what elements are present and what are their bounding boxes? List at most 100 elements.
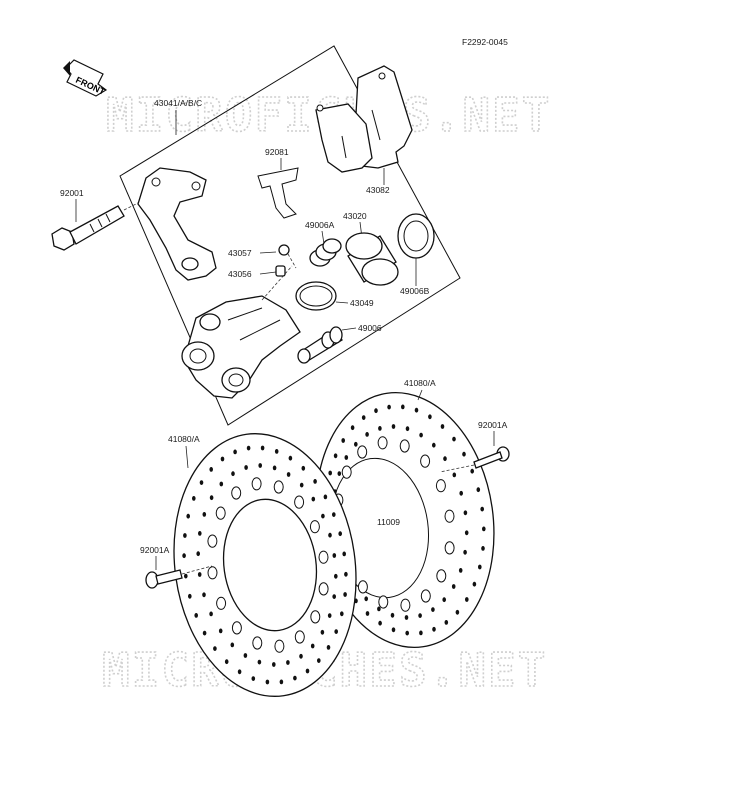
disc-cross-hole <box>294 630 305 644</box>
disc-vent-hole <box>186 513 190 519</box>
leader-seal <box>335 301 349 304</box>
disc-cross-hole <box>420 589 431 603</box>
disc-cross-hole <box>377 436 388 450</box>
disc-vent-hole <box>332 553 337 558</box>
disc-vent-hole <box>301 465 306 471</box>
disc-vent-hole <box>418 613 422 618</box>
disc-cross-hole <box>420 454 431 468</box>
disc-cross-hole <box>274 639 285 653</box>
disc-cross-hole <box>207 534 218 548</box>
disc-vent-hole <box>244 465 248 470</box>
disc-vent-hole <box>442 597 447 603</box>
disc-cross-hole <box>378 595 389 609</box>
disc-vent-hole <box>237 669 242 675</box>
disc-vent-hole <box>428 414 432 420</box>
disc-cross-hole <box>436 569 447 583</box>
disc-vent-hole <box>390 612 395 618</box>
disc-vent-hole <box>340 611 344 617</box>
disc-vent-hole <box>299 482 304 488</box>
brake-pad-set <box>315 65 413 173</box>
disc-vent-hole <box>387 404 391 410</box>
disc-vent-hole <box>220 456 225 462</box>
disc-vent-hole <box>231 471 235 477</box>
disc-vent-hole <box>233 449 237 455</box>
disc-vent-hole <box>332 594 337 599</box>
disc-vent-hole <box>333 453 338 459</box>
disc-vent-hole <box>440 424 445 429</box>
disc-vent-hole <box>317 658 321 663</box>
disc-vent-hole <box>258 463 263 468</box>
front-arrow-icon: FRONT <box>63 59 108 97</box>
disc-cross-hole <box>310 610 321 624</box>
disc-vent-hole <box>260 445 265 451</box>
pad-spring <box>257 167 299 219</box>
disc-vent-hole <box>455 609 460 615</box>
disc-vent-hole <box>361 415 366 420</box>
disc-cross-hole <box>399 439 410 453</box>
slide-pin-boot <box>297 326 343 364</box>
brake-disc-left <box>173 433 357 697</box>
disc-vent-hole <box>432 442 436 448</box>
disc-vent-hole <box>404 615 409 620</box>
disc-cross-hole <box>318 550 329 564</box>
disc-vent-hole <box>463 510 468 516</box>
figure-code: F2292-0045 <box>462 37 508 47</box>
disc-vent-hole <box>293 675 297 681</box>
disc-vent-hole <box>279 679 284 685</box>
disc-vent-hole <box>288 455 293 461</box>
disc-vent-hole <box>213 646 217 651</box>
callout-pad-set: 43082 <box>366 185 390 195</box>
leader-pin-boot <box>341 327 357 331</box>
disc-vent-hole <box>480 506 485 512</box>
disc-vent-hole <box>350 425 355 431</box>
disc-cross-hole <box>318 582 329 596</box>
disc-cross-hole <box>294 495 305 509</box>
disc-vent-hole <box>338 531 343 537</box>
disc-vent-hole <box>182 553 186 559</box>
leader-boot-a <box>321 230 325 245</box>
disc-vent-hole <box>478 564 482 570</box>
disc-vent-hole <box>391 424 396 429</box>
disc-vent-hole <box>286 660 290 665</box>
disc-vent-hole <box>482 526 486 532</box>
disc-vent-hole <box>341 438 346 443</box>
disc-vent-hole <box>344 571 348 577</box>
callout-disc-right: 41080/A <box>404 378 436 388</box>
leader-bleeder-cap <box>259 271 277 275</box>
disc-vent-hole <box>202 592 206 598</box>
disc-vent-hole <box>364 596 369 602</box>
disc-vent-hole <box>465 597 469 602</box>
disc-vent-hole <box>272 465 277 471</box>
caliper-piston <box>345 232 399 286</box>
disc-cross-hole <box>444 541 455 555</box>
bleeder-cap <box>275 265 286 277</box>
callout-spring: 92081 <box>265 147 289 157</box>
disc-screw-left <box>145 565 213 589</box>
disc-vent-hole <box>310 643 315 649</box>
disc-vent-hole <box>328 532 332 538</box>
piston-boot <box>309 238 342 267</box>
disc-cross-hole <box>231 486 242 500</box>
leader-disc-right <box>417 389 423 401</box>
disc-vent-hole <box>311 496 316 502</box>
disc-vent-hole <box>188 593 192 599</box>
disc-vent-hole <box>326 645 331 650</box>
disc-vent-hole <box>334 573 338 579</box>
disc-vent-hole <box>342 551 347 557</box>
disc-cross-hole <box>309 520 320 534</box>
disc-vent-hole <box>405 630 410 636</box>
disc-vent-hole <box>184 573 188 579</box>
disc-vent-hole <box>431 607 435 612</box>
disc-vent-hole <box>343 592 347 597</box>
disc-vent-hole <box>344 455 349 460</box>
disc-vent-hole <box>452 472 457 478</box>
callout-spacer: 11009 <box>377 517 400 527</box>
caliper-bracket <box>137 167 217 281</box>
disc-vent-hole <box>378 426 382 431</box>
disc-cross-hole <box>207 566 218 580</box>
disc-vent-hole <box>327 613 332 618</box>
disc-cross-hole <box>215 506 226 520</box>
disc-cross-hole <box>444 509 455 523</box>
piston-seal <box>295 281 337 311</box>
disc-vent-hole <box>459 490 464 496</box>
